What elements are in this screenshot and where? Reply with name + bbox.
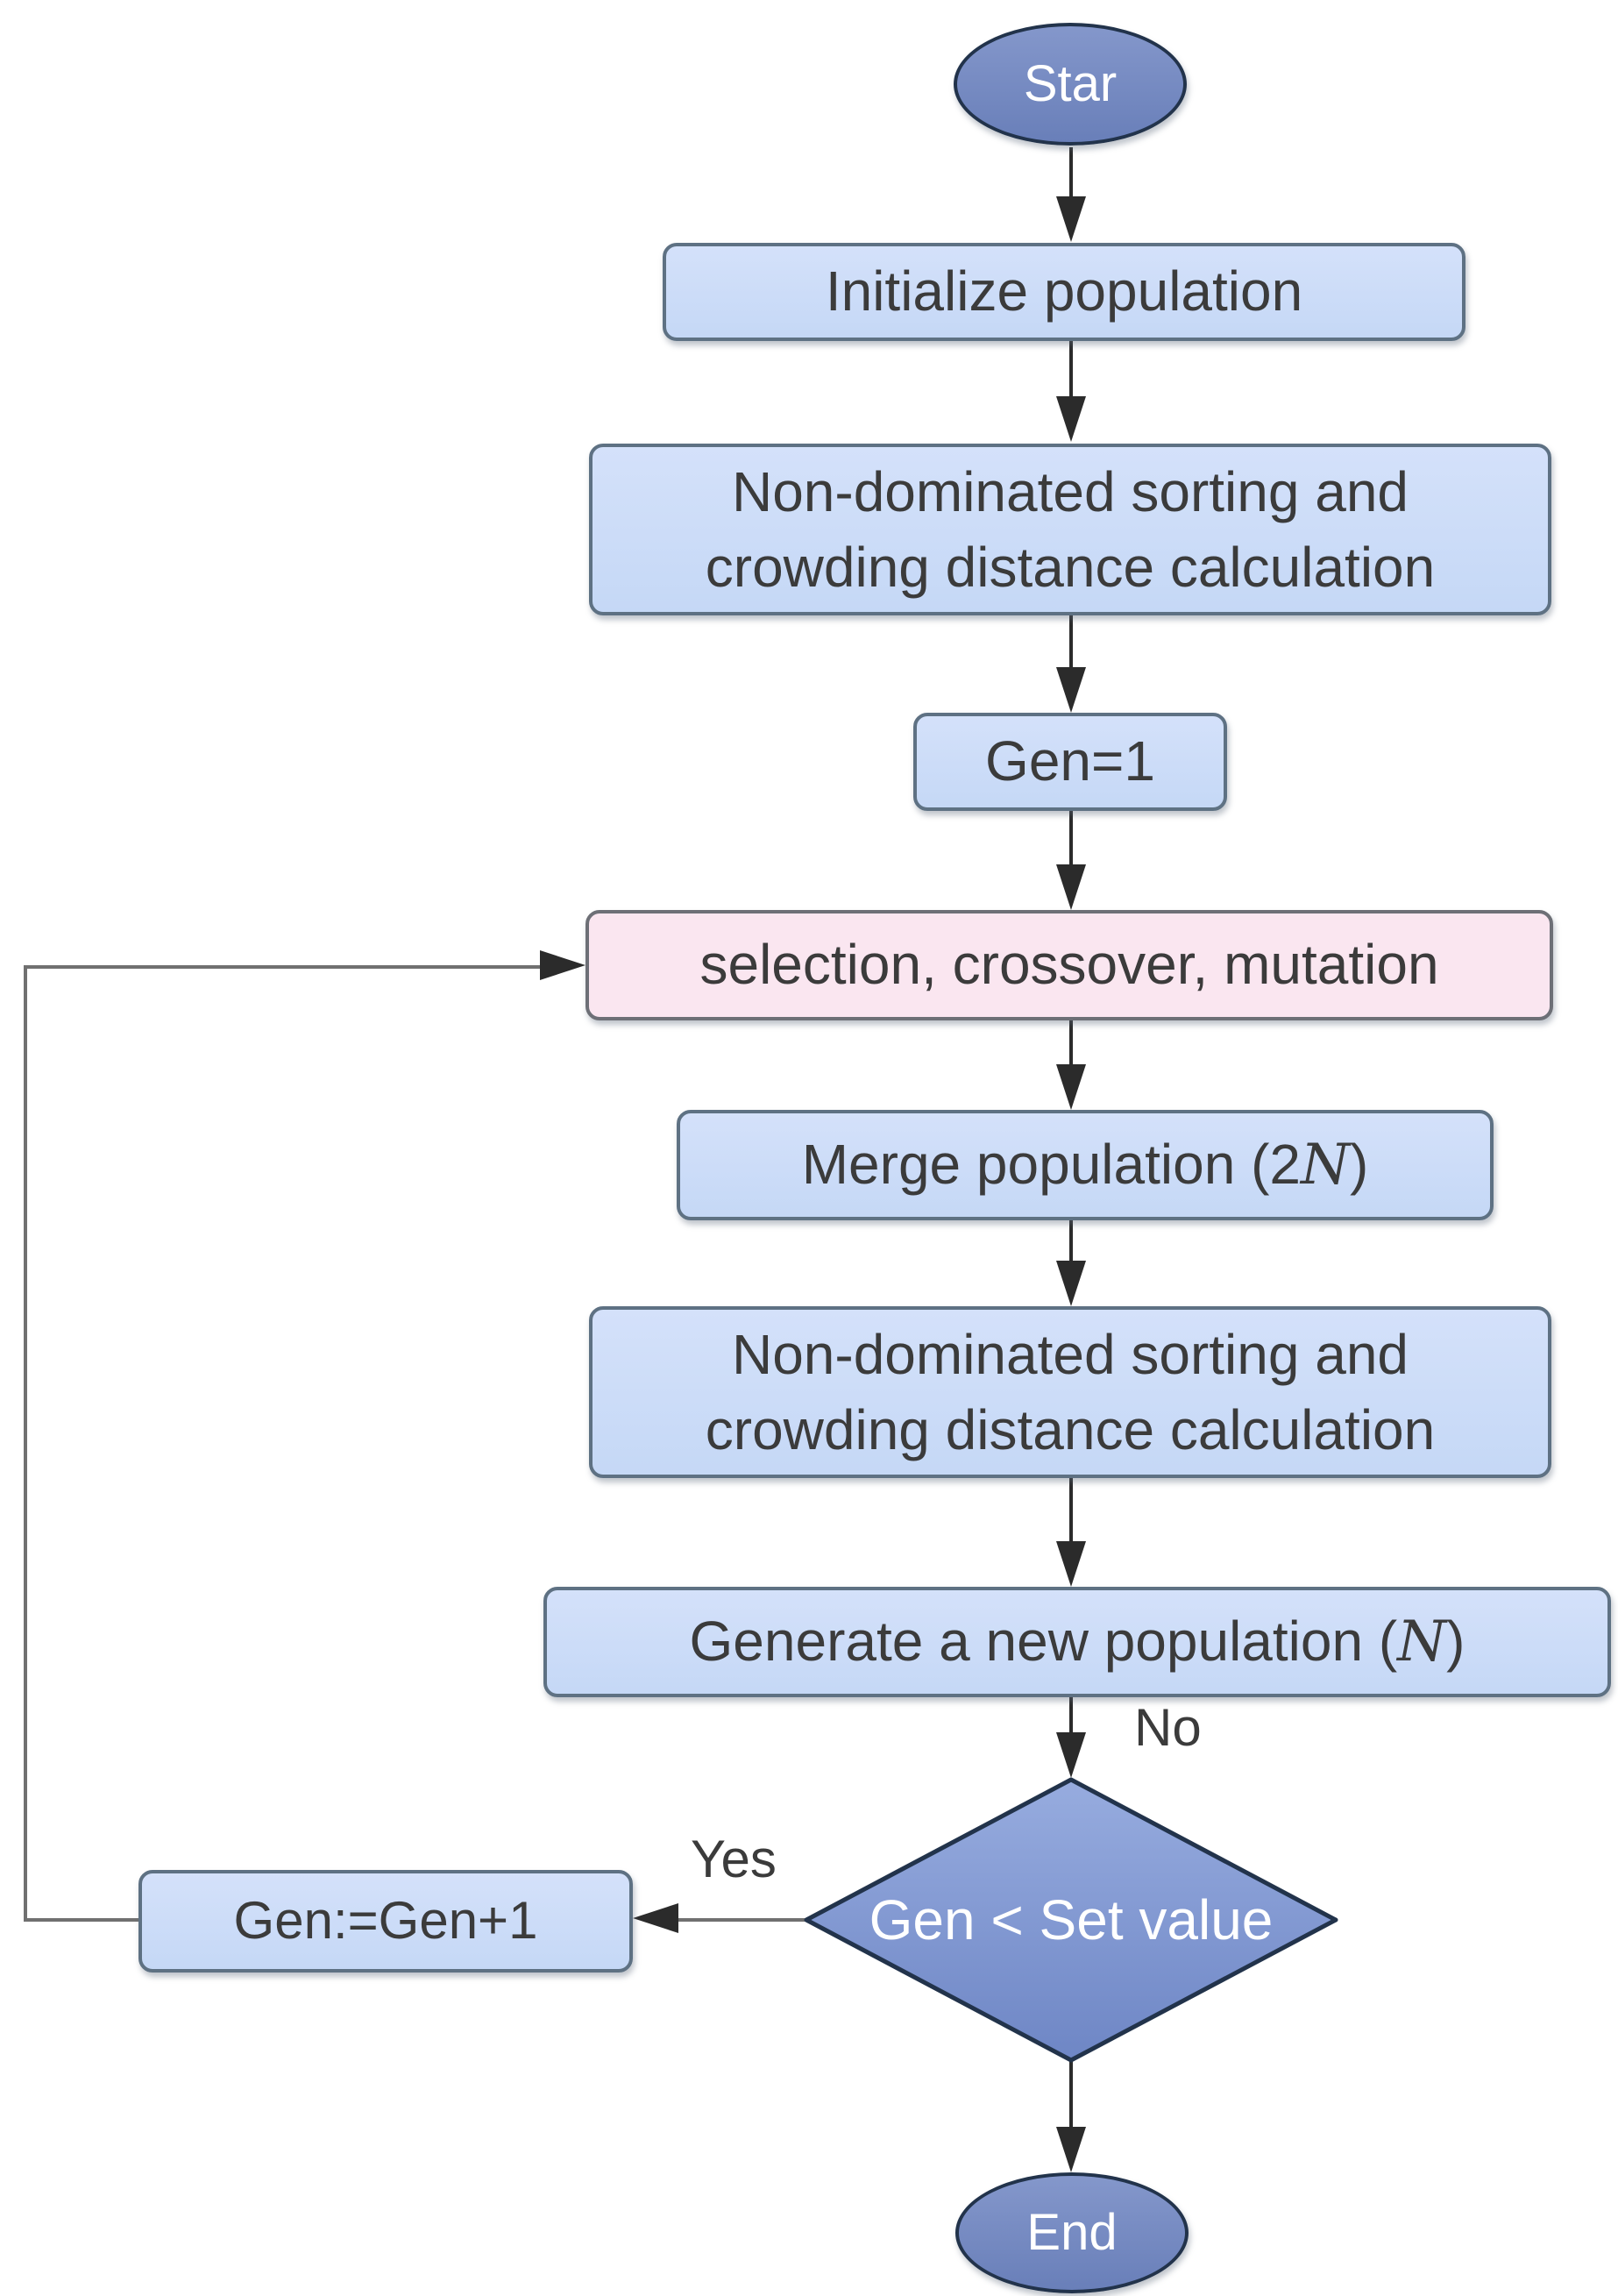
- generate-label-prefix: Generate a new population (: [689, 1609, 1398, 1673]
- start-terminator: Star: [954, 23, 1187, 146]
- sorting2-line1: Non-dominated sorting and: [731, 1323, 1409, 1386]
- edge-initialize-to-sorting1: [1069, 341, 1073, 398]
- gen-less-than-set-value-decision: Gen < Set value: [801, 1774, 1341, 2065]
- arrow-head-down-icon: [1056, 396, 1086, 442]
- edge-increment-out: [25, 1918, 138, 1922]
- arrow-head-left-icon: [633, 1903, 678, 1933]
- merge-label: Merge population (2N): [802, 1132, 1369, 1199]
- arrow-head-down-icon: [1056, 1261, 1086, 1306]
- gen1-label: Gen=1: [985, 729, 1155, 793]
- arrow-head-down-icon: [1056, 864, 1086, 910]
- merge-population-box: Merge population (2N): [677, 1110, 1494, 1220]
- edge-variation-to-merge: [1069, 1020, 1073, 1066]
- end-terminator: End: [955, 2172, 1189, 2293]
- arrow-head-down-icon: [1056, 1541, 1086, 1587]
- arrow-head-down-icon: [1056, 1732, 1086, 1778]
- decision-label: Gen < Set value: [869, 1888, 1274, 1951]
- start-label: Star: [1023, 54, 1118, 112]
- end-label: End: [1026, 2203, 1118, 2261]
- edge-start-to-initialize: [1069, 147, 1073, 198]
- edge-loop-vertical: [24, 965, 27, 1922]
- gen-increment-box: Gen:=Gen+1: [138, 1870, 633, 1973]
- initialize-population-box: Initialize population: [663, 243, 1465, 341]
- merge-label-prefix: Merge population (2: [801, 1132, 1301, 1196]
- edge-sorting1-to-gen1: [1069, 615, 1073, 669]
- edge-label-no: No: [1134, 1698, 1202, 1757]
- arrow-head-right-icon: [540, 950, 585, 980]
- generate-new-population-box: Generate a new population (N): [543, 1587, 1611, 1697]
- edge-decision-to-end: [1069, 2060, 1073, 2129]
- selection-crossover-mutation-box: selection, crossover, mutation: [585, 910, 1553, 1020]
- edge-merge-to-sorting2: [1069, 1220, 1073, 1262]
- initialize-label: Initialize population: [825, 259, 1303, 323]
- sorting1-line1: Non-dominated sorting and: [731, 460, 1409, 523]
- edge-loop-to-variation: [24, 965, 540, 969]
- generate-label-variable: N: [1397, 1609, 1447, 1674]
- merge-label-suffix: ): [1349, 1132, 1369, 1196]
- arrow-head-down-icon: [1056, 2127, 1086, 2172]
- edge-generate-to-decision: [1069, 1697, 1073, 1734]
- generate-label-suffix: ): [1446, 1609, 1465, 1673]
- edge-gen1-to-variation: [1069, 811, 1073, 866]
- sorting-crowding-box-1: Non-dominated sorting and crowding dista…: [589, 444, 1551, 615]
- sorting-crowding-box-2: Non-dominated sorting and crowding dista…: [589, 1306, 1551, 1478]
- arrow-head-down-icon: [1056, 667, 1086, 713]
- edge-label-yes: Yes: [691, 1830, 777, 1888]
- decision-diamond-shape: [804, 1777, 1338, 2063]
- edge-decision-to-increment: [677, 1918, 806, 1922]
- arrow-head-down-icon: [1056, 196, 1086, 242]
- merge-label-variable: N: [1300, 1132, 1350, 1198]
- gen-equals-1-box: Gen=1: [913, 713, 1227, 811]
- edge-sorting2-to-generate: [1069, 1478, 1073, 1543]
- arrow-head-down-icon: [1056, 1064, 1086, 1110]
- sorting1-line2: crowding distance calculation: [705, 536, 1436, 599]
- sorting2-line2: crowding distance calculation: [705, 1398, 1436, 1461]
- increment-label: Gen:=Gen+1: [233, 1891, 538, 1951]
- variation-label: selection, crossover, mutation: [699, 933, 1439, 997]
- generate-label: Generate a new population (N): [690, 1609, 1465, 1676]
